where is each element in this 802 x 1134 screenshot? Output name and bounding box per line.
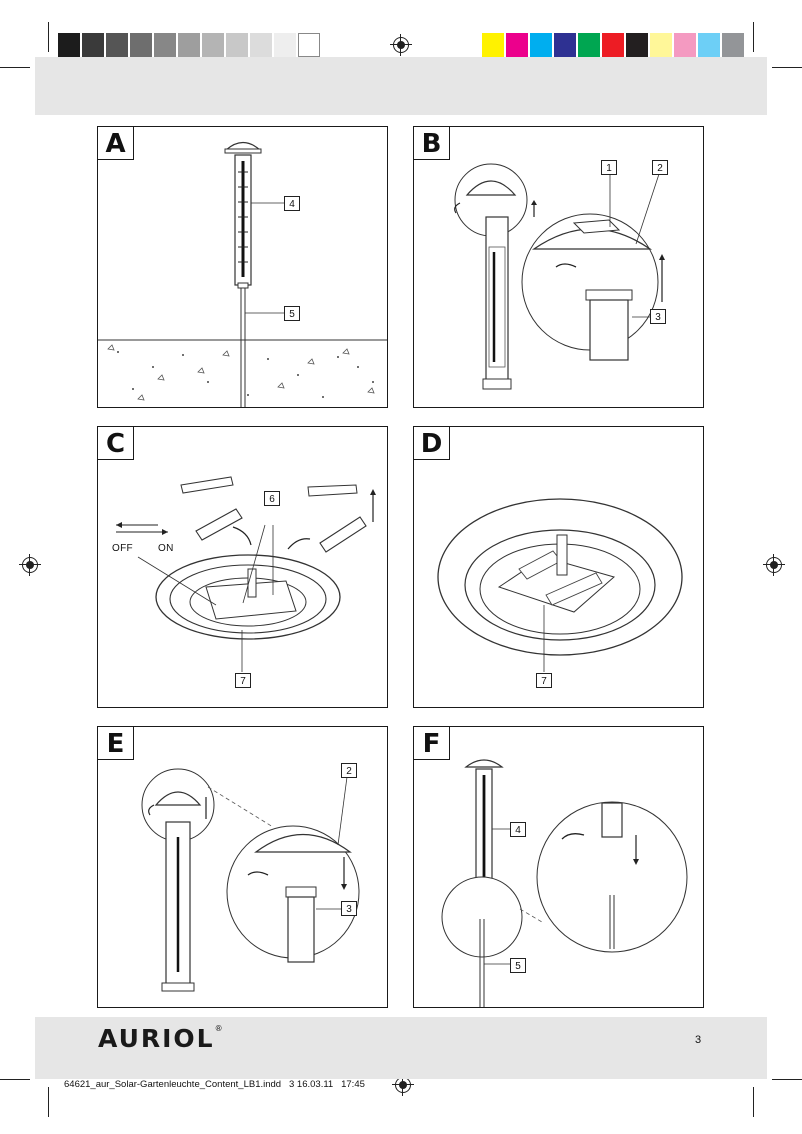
callout-number: 5: [510, 958, 526, 973]
solar-cap-removal-illustration: [454, 163, 665, 390]
panel-letter: B: [414, 127, 450, 160]
switch-off-label: OFF: [112, 543, 133, 554]
color-swatch: [482, 33, 504, 57]
callout-number: 7: [235, 673, 251, 688]
callout-number: 5: [284, 306, 300, 321]
callout-number: 7: [536, 673, 552, 688]
figure-panel-f: F 4 5: [413, 726, 704, 1008]
color-swatch: [578, 33, 600, 57]
callout-number: 4: [284, 196, 300, 211]
color-swatch: [298, 33, 320, 57]
color-swatch: [530, 33, 552, 57]
callout-number: 3: [650, 309, 666, 324]
color-swatch: [698, 33, 720, 57]
callout-number: 6: [264, 491, 280, 506]
crop-mark: [772, 1079, 802, 1080]
color-swatch: [202, 33, 224, 57]
figure-panel-c: C OFF ON 6 7: [97, 426, 388, 708]
crop-mark: [772, 67, 802, 68]
figure-panel-e: E 2 3: [97, 726, 388, 1008]
color-swatch: [58, 33, 80, 57]
crop-mark: [0, 67, 30, 68]
panel-letter: D: [414, 427, 450, 460]
color-swatch: [626, 33, 648, 57]
crop-mark: [753, 22, 754, 52]
callout-number: 2: [341, 763, 357, 778]
color-swatch: [506, 33, 528, 57]
color-swatch: [274, 33, 296, 57]
stake-light-illustration: [98, 141, 387, 407]
stake-insertion-illustration: [441, 759, 688, 1007]
battery-insertion-illustration: [116, 476, 376, 672]
registration-mark-icon: [392, 1074, 414, 1096]
color-swatch: [554, 33, 576, 57]
brand-logo: AURIOL®: [98, 1024, 225, 1053]
callout-number: 4: [510, 822, 526, 837]
registration-mark-icon: [763, 554, 785, 576]
cap-reattach-illustration: [141, 768, 360, 992]
panel-letter: F: [414, 727, 450, 760]
color-swatch: [226, 33, 248, 57]
crop-mark: [48, 1087, 49, 1117]
panel-letter: A: [98, 127, 134, 160]
figure-panel-d: D 7: [413, 426, 704, 708]
brand-name: AURIOL: [98, 1024, 215, 1053]
figure-panel-b: B 1 2 3: [413, 126, 704, 408]
color-swatch: [250, 33, 272, 57]
color-swatch: [154, 33, 176, 57]
color-swatch: [82, 33, 104, 57]
callout-number: 3: [341, 901, 357, 916]
crop-mark: [48, 22, 49, 52]
registered-mark: ®: [214, 1024, 225, 1033]
page-number: 3: [695, 1034, 702, 1046]
header-band: [35, 57, 767, 115]
footer-band: [35, 1017, 767, 1079]
panel-letter: E: [98, 727, 134, 760]
crop-mark: [753, 1087, 754, 1117]
color-swatch: [602, 33, 624, 57]
registration-mark-icon: [390, 34, 412, 56]
color-swatch: [178, 33, 200, 57]
panel-letter: C: [98, 427, 134, 460]
callout-number: 1: [601, 160, 617, 175]
registration-mark-icon: [19, 554, 41, 576]
color-swatch: [106, 33, 128, 57]
color-swatch: [722, 33, 744, 57]
switch-on-label: ON: [158, 543, 174, 554]
color-swatch: [130, 33, 152, 57]
callout-number: 2: [652, 160, 668, 175]
figure-panel-a: A 4 5: [97, 126, 388, 408]
color-swatch: [650, 33, 672, 57]
file-slug: 64621_aur_Solar-Gartenleuchte_Content_LB…: [64, 1079, 365, 1090]
crop-mark: [0, 1079, 30, 1080]
color-swatch: [674, 33, 696, 57]
battery-compartment-closeup-illustration: [437, 498, 683, 672]
